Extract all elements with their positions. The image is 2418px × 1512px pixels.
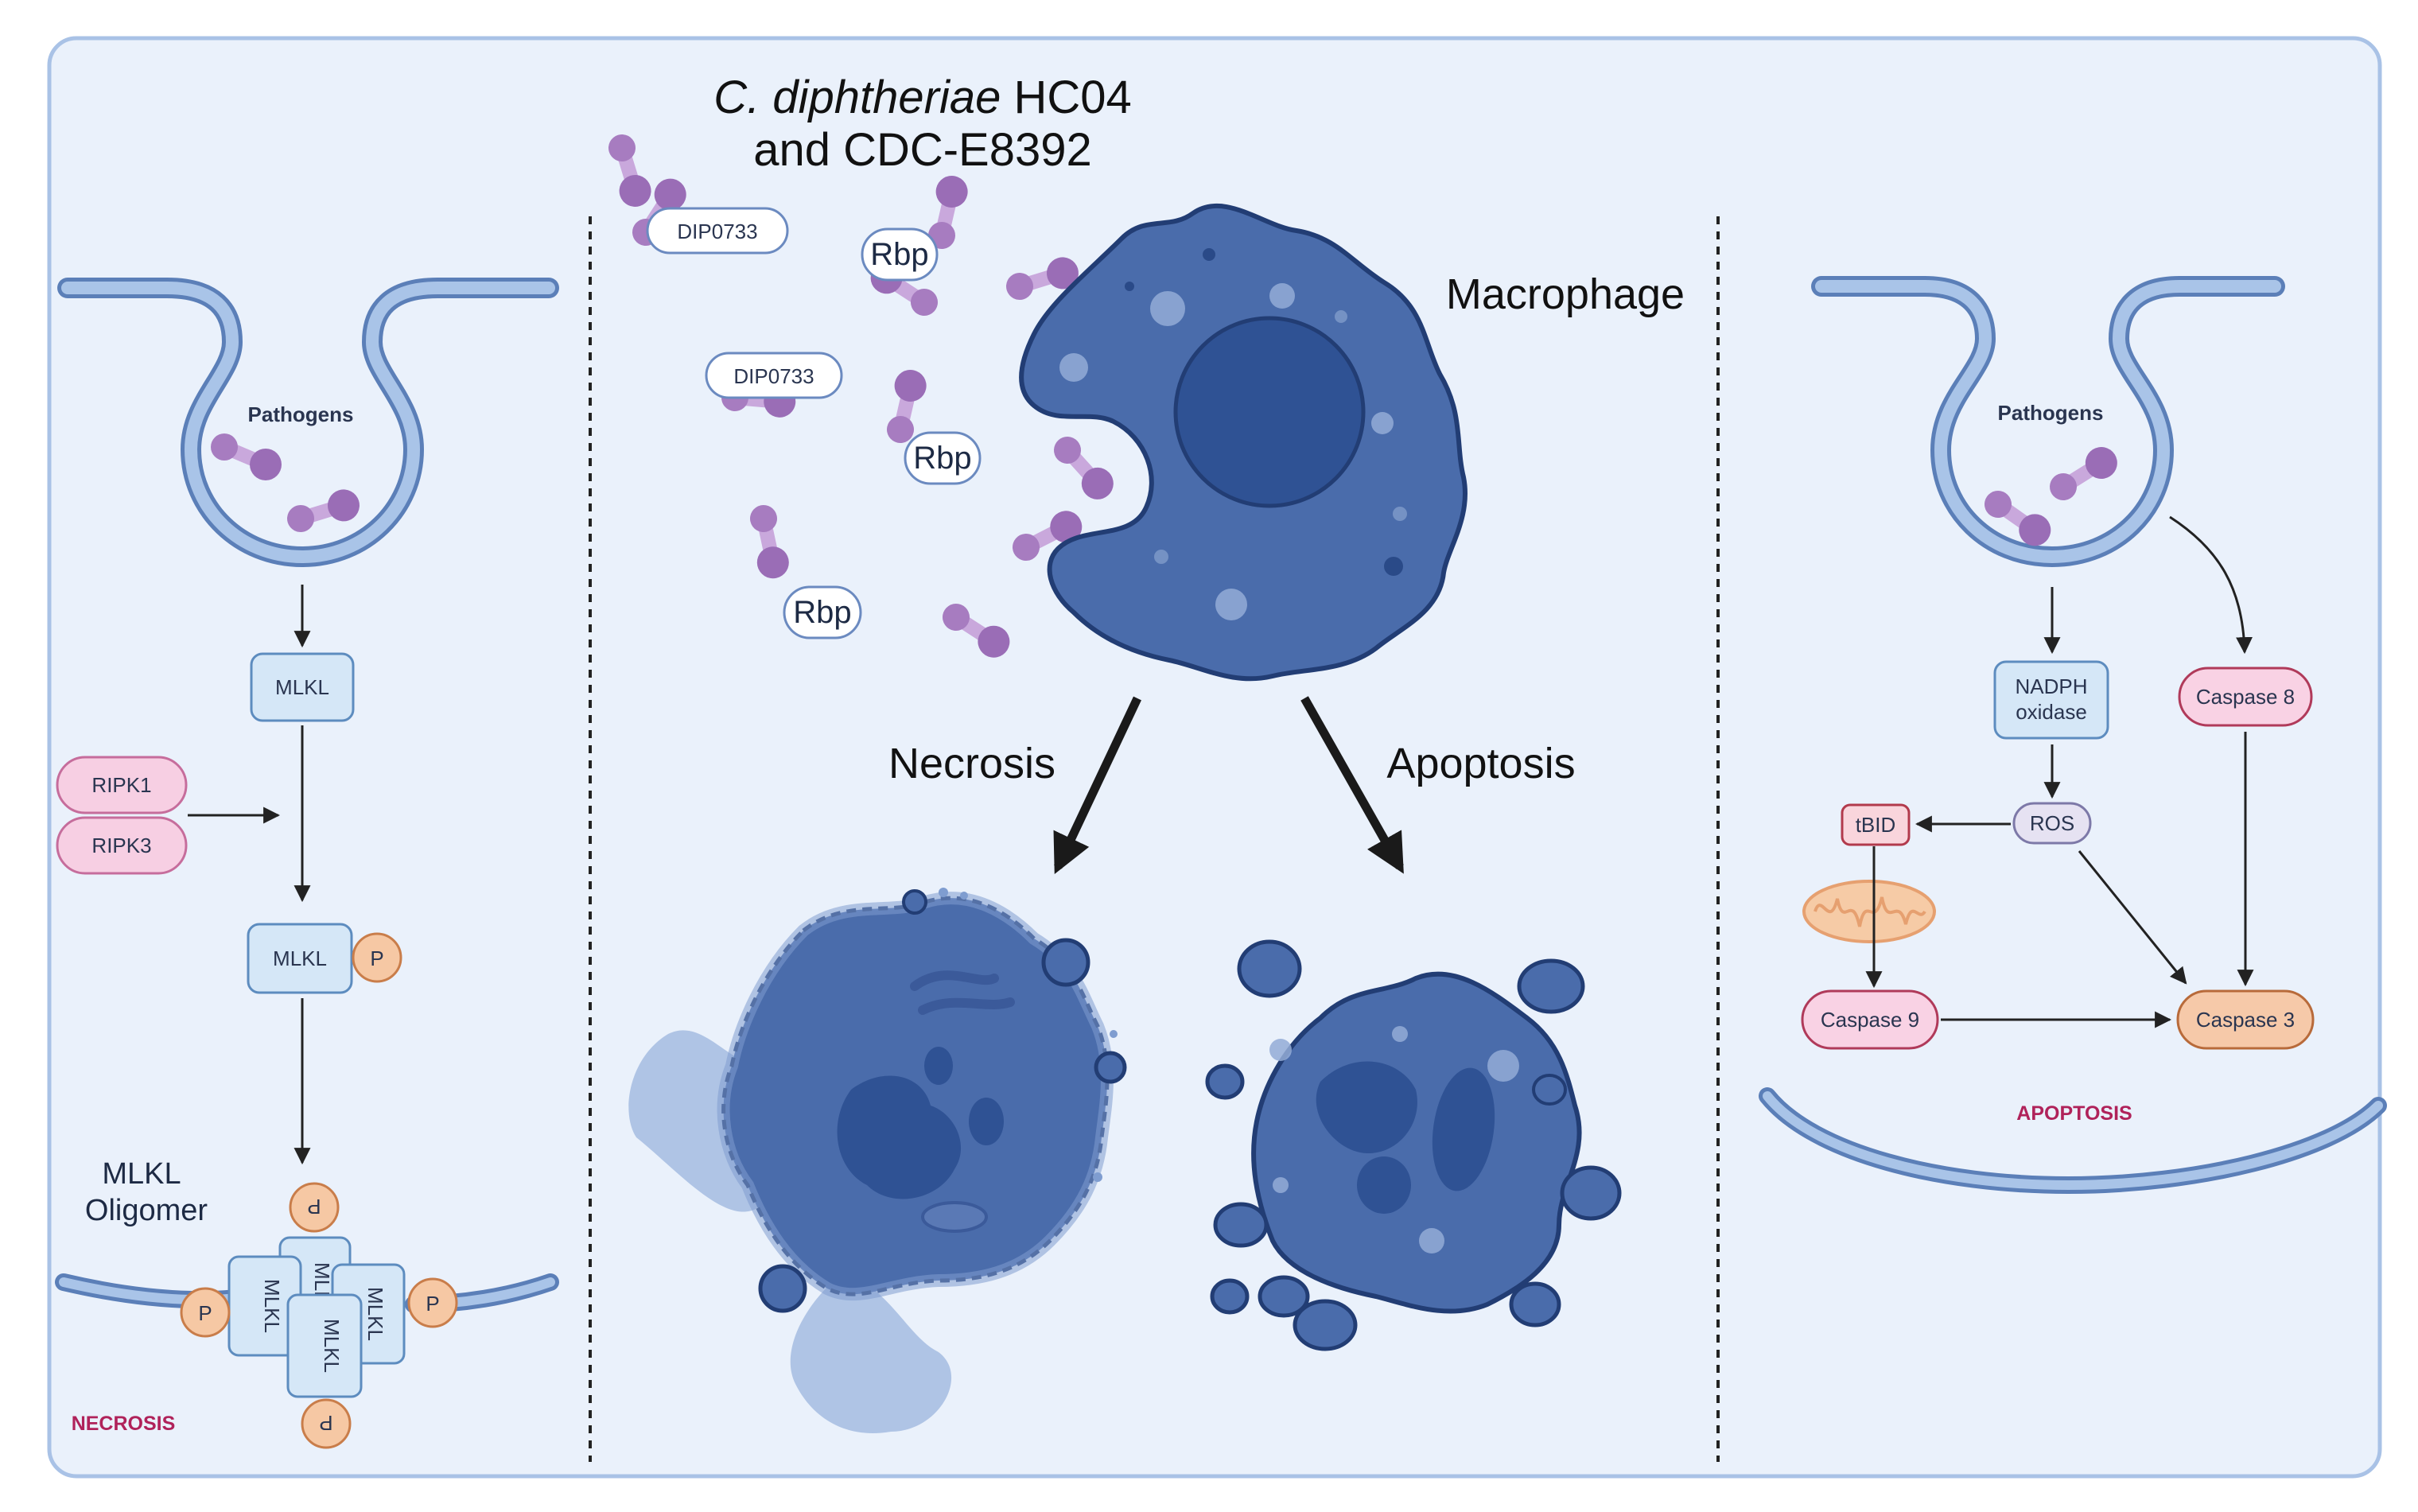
svg-text:MLKL: MLKL bbox=[260, 1279, 284, 1333]
dip0733-tag: DIP0733 bbox=[646, 207, 789, 255]
svg-text:P: P bbox=[307, 1195, 321, 1219]
necrotic-cell bbox=[628, 888, 1127, 1433]
svg-text:tBID: tBID bbox=[1856, 813, 1896, 837]
apoptotic-cell bbox=[1205, 939, 1622, 1351]
pathogens-label-left: Pathogens bbox=[248, 402, 354, 426]
caspase3-node: Caspase 3 bbox=[2176, 989, 2315, 1050]
svg-text:DIP0733: DIP0733 bbox=[733, 364, 814, 388]
rbp-tag: Rbp bbox=[904, 431, 982, 485]
necrosis-arrow bbox=[1053, 696, 1141, 874]
arrow bbox=[2169, 515, 2253, 655]
svg-text:oxidase: oxidase bbox=[2016, 700, 2087, 724]
rbp-tag: Rbp bbox=[783, 585, 862, 639]
svg-text:P: P bbox=[426, 1292, 439, 1316]
rbp-tag: Rbp bbox=[861, 227, 939, 282]
tbid-node: tBID bbox=[1841, 803, 1911, 846]
caspase8-node: Caspase 8 bbox=[2178, 667, 2313, 727]
svg-text:MLKL: MLKL bbox=[275, 675, 329, 699]
svg-text:Rbp: Rbp bbox=[870, 237, 928, 272]
pathogens-label-right: Pathogens bbox=[1998, 401, 2104, 425]
svg-text:P: P bbox=[319, 1411, 332, 1435]
svg-text:DIP0733: DIP0733 bbox=[677, 220, 757, 243]
apoptosis-arrow bbox=[1300, 696, 1404, 874]
svg-text:RIPK1: RIPK1 bbox=[91, 773, 151, 797]
svg-text:ROS: ROS bbox=[2030, 811, 2074, 835]
mitochondrion-icon bbox=[1802, 880, 1936, 943]
apoptosis-label: Apoptosis bbox=[1386, 740, 1575, 787]
svg-text:Rbp: Rbp bbox=[913, 441, 971, 476]
mlkl-node: MLKL bbox=[250, 652, 355, 722]
svg-text:P: P bbox=[370, 946, 383, 970]
central-panel: C. diphtheriae HC04 and CDC-E8392 DIP073… bbox=[588, 72, 1685, 1433]
svg-text:MLKL: MLKL bbox=[363, 1287, 387, 1341]
necrosis-label: Necrosis bbox=[888, 740, 1055, 787]
macrophage-label: Macrophage bbox=[1446, 270, 1685, 318]
caspase9-node: Caspase 9 bbox=[1801, 989, 1939, 1050]
necrotic-nucleus bbox=[837, 1075, 962, 1199]
ripk3-node: RIPK3 bbox=[56, 816, 188, 875]
necrosis-footer-label: NECROSIS bbox=[72, 1413, 176, 1435]
nadph-oxidase-node: NADPH oxidase bbox=[1993, 660, 2109, 740]
svg-text:MLKL: MLKL bbox=[320, 1319, 344, 1373]
svg-text:RIPK3: RIPK3 bbox=[91, 834, 151, 857]
svg-text:P: P bbox=[198, 1301, 212, 1325]
oligomer-label-line2: Oligomer bbox=[85, 1194, 208, 1227]
ros-node: ROS bbox=[2012, 802, 2092, 845]
apoptosis-pathway-panel: Pathogens NADPH oxidase Caspase 8 ROS tB… bbox=[1759, 276, 2387, 1195]
ripk1-node: RIPK1 bbox=[56, 756, 188, 814]
svg-text:Caspase 8: Caspase 8 bbox=[2196, 685, 2295, 709]
oligomer-label-line1: MLKL bbox=[102, 1157, 181, 1191]
necrosis-pathway-panel: Pathogens MLKL RIPK1 RIPK3 MLKL P MLKL O… bbox=[55, 278, 559, 1449]
macrophage-cell bbox=[1019, 203, 1468, 682]
svg-text:NADPH: NADPH bbox=[2015, 674, 2087, 698]
svg-text:Rbp: Rbp bbox=[793, 595, 851, 630]
strain-title-line1: C. diphtheriae HC04 bbox=[713, 72, 1132, 123]
svg-text:Caspase 9: Caspase 9 bbox=[1821, 1008, 1919, 1032]
arrow bbox=[2078, 850, 2187, 985]
dip0733-tag: DIP0733 bbox=[705, 352, 843, 399]
strain-title-line2: and CDC-E8392 bbox=[753, 124, 1092, 176]
mlkl-oligomer: P MLKL MLKL MLKL MLKL P P P bbox=[180, 1182, 458, 1449]
svg-text:MLKL: MLKL bbox=[273, 946, 327, 970]
macrophage-nucleus bbox=[1173, 316, 1366, 508]
apoptosis-footer-label: APOPTOSIS bbox=[2016, 1102, 2132, 1125]
svg-text:Caspase 3: Caspase 3 bbox=[2196, 1008, 2295, 1032]
phospho-mlkl-node: MLKL P bbox=[247, 923, 402, 994]
